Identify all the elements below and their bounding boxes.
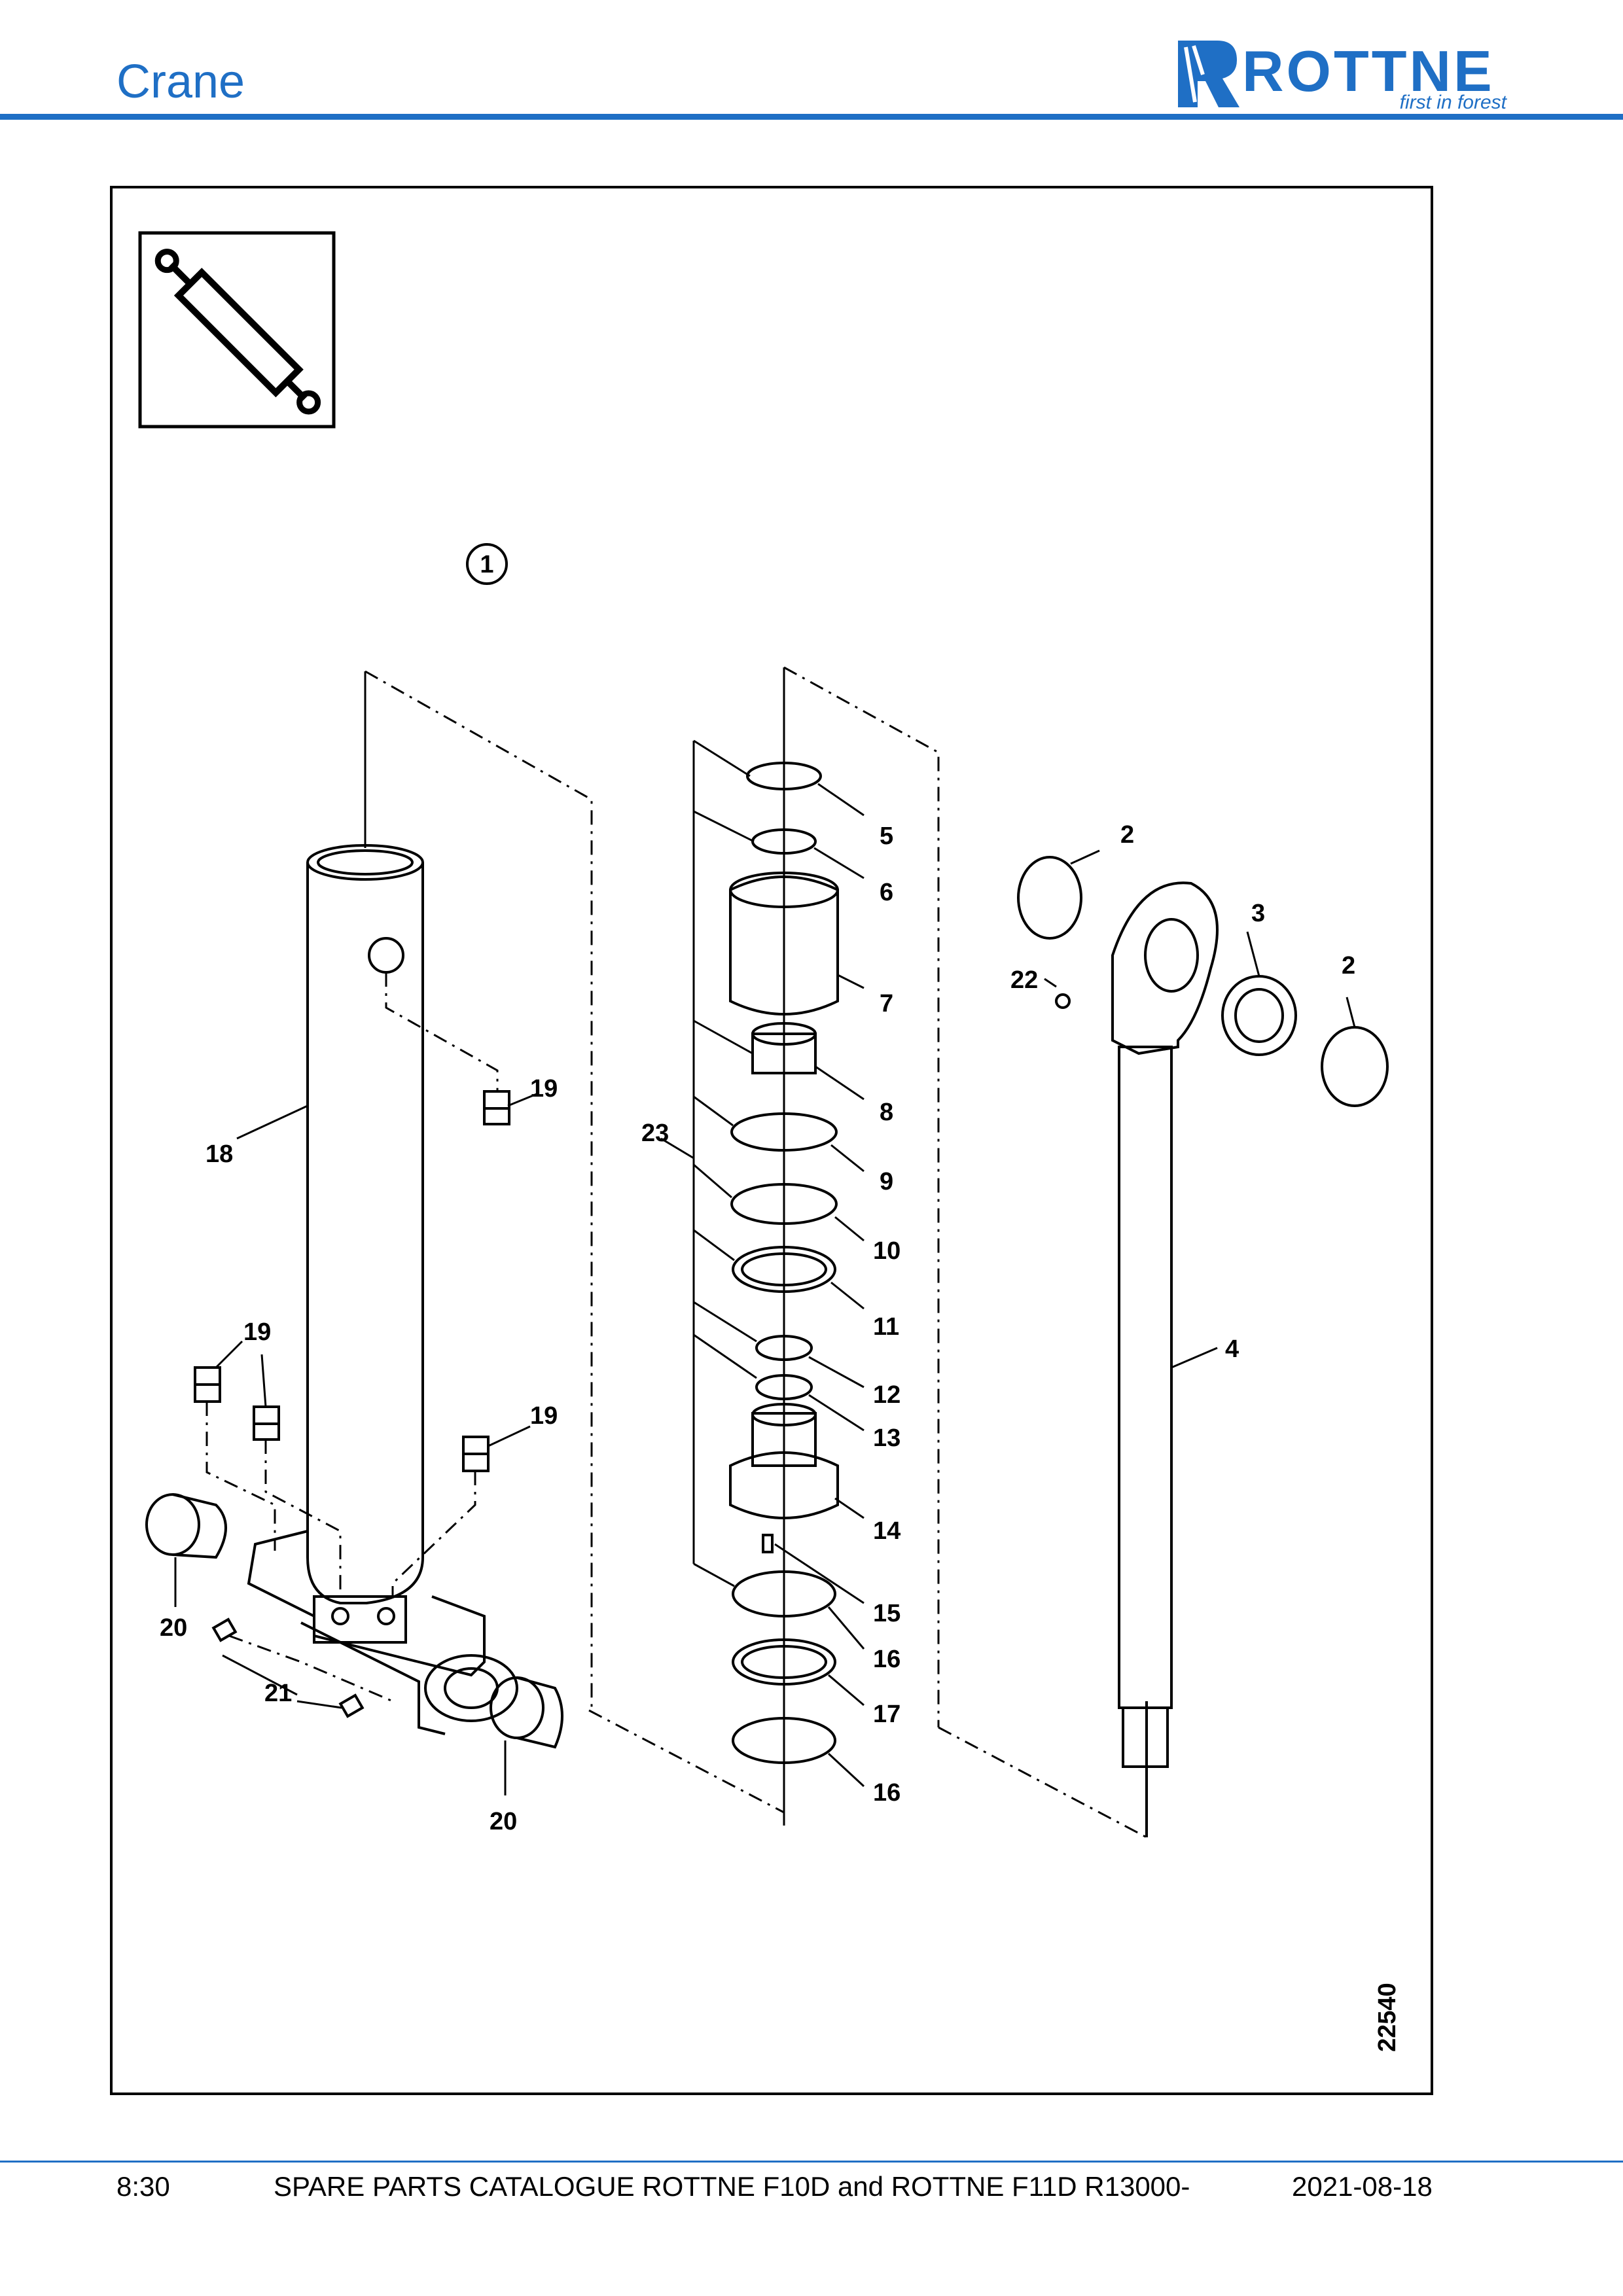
main-item-number: 1 (480, 551, 493, 578)
main-item-circle (466, 543, 508, 585)
callout-5: 5 (880, 822, 893, 850)
callout-10: 10 (873, 1237, 901, 1265)
fitting-19a (483, 1090, 510, 1125)
callout-14: 14 (873, 1517, 901, 1545)
header-rule (0, 114, 1623, 120)
callout-20a: 20 (160, 1614, 187, 1642)
callout-13: 13 (873, 1424, 901, 1452)
drawing-frame (110, 186, 1433, 2095)
publication-date: 2021-08-18 (1292, 2171, 1433, 2202)
callout-6: 6 (880, 879, 893, 906)
spherical-bearing (1221, 975, 1297, 1056)
callout-17: 17 (873, 1701, 901, 1728)
rottne-logo: ROTTNE first in forest (1171, 34, 1512, 113)
logo-tagline: first in forest (1399, 92, 1507, 113)
drawing-number: 22540 (1374, 1983, 1401, 2052)
callout-2b: 2 (1342, 952, 1355, 980)
callout-16a: 16 (873, 1646, 901, 1673)
callout-19c: 19 (530, 1402, 558, 1430)
callout-23: 23 (641, 1120, 669, 1147)
fitting-dash-lines (205, 972, 499, 1703)
fitting-19c (253, 1405, 280, 1441)
grease-nipple-b (338, 1693, 365, 1718)
callout-20b: 20 (490, 1808, 517, 1835)
page-number: 8:30 (116, 2171, 170, 2202)
callout-12: 12 (873, 1381, 901, 1409)
grease-nipple-a (211, 1617, 238, 1642)
bushing-left (145, 1493, 227, 1559)
logo-wordmark: ROTTNE (1242, 39, 1495, 103)
callout-7: 7 (880, 990, 893, 1017)
fitting-19b (194, 1366, 221, 1403)
circlip-right (1321, 1026, 1389, 1107)
callout-21: 21 (264, 1680, 292, 1707)
barrel-dash-line (365, 670, 593, 1710)
callout-18: 18 (205, 1140, 233, 1168)
callout-19a: 19 (530, 1075, 558, 1103)
callout-16b: 16 (873, 1779, 901, 1807)
callout-19b: 19 (243, 1318, 271, 1346)
piston-dash-line (783, 666, 940, 1727)
callout-4: 4 (1225, 1335, 1239, 1363)
callout-15: 15 (873, 1600, 901, 1627)
callout-9: 9 (880, 1168, 893, 1195)
cylinder-barrel (247, 844, 518, 1735)
callout-11: 11 (873, 1313, 899, 1341)
callout-22: 22 (1010, 966, 1038, 994)
hydraulic-cylinder-icon (138, 231, 336, 429)
catalogue-title: SPARE PARTS CATALOGUE ROTTNE F10D and RO… (274, 2171, 1190, 2202)
fitting-19d (462, 1436, 490, 1472)
callout-3: 3 (1251, 900, 1265, 927)
footer-rule (0, 2161, 1623, 2163)
bushing-right (490, 1676, 563, 1749)
circlip-left (1017, 856, 1082, 940)
callout-8: 8 (880, 1099, 893, 1126)
rottne-logo-mark-icon (1178, 41, 1240, 107)
section-title: Crane (116, 56, 245, 108)
lubrication-nipple-22 (1055, 993, 1071, 1009)
callout-2a: 2 (1120, 821, 1134, 849)
piston-rod (1111, 881, 1219, 1768)
leader-lines (174, 739, 1356, 1795)
